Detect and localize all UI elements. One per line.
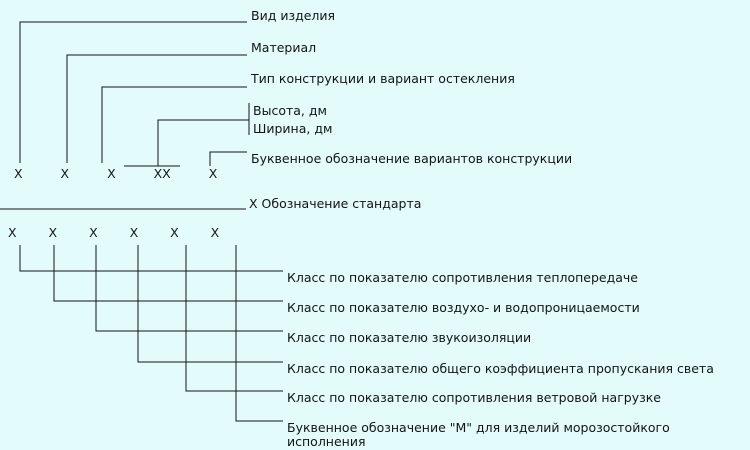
label-height: Высота, дм: [253, 103, 327, 118]
bottom-marks-row: X X X X X X: [8, 225, 220, 240]
label-frost-letter: Буквенное обозначение "М" для изделий мо…: [287, 420, 670, 435]
label-class-sound: Класс по показателю звукоизоляции: [287, 330, 532, 345]
connector-size: [157, 119, 249, 166]
connector-class-heat: [19, 245, 283, 272]
connector-class-light: [137, 245, 283, 363]
label-material: Материал: [251, 40, 317, 55]
label-class-air-water: Класс по показателю воздухо- и водопрони…: [287, 300, 640, 315]
label-class-heat: Класс по показателю сопротивления теплоп…: [287, 270, 638, 285]
connector-construction: [101, 86, 247, 163]
label-frost-letter-cont: исполнения: [287, 434, 366, 449]
connector-material: [66, 54, 247, 163]
connector-class-sound: [95, 245, 283, 332]
top-marks-row: X X X XX X: [14, 166, 218, 181]
connector-frost-letter: [235, 245, 283, 422]
connector-class-air-water: [53, 245, 283, 302]
connector-class-wind: [185, 245, 283, 392]
label-class-wind: Класс по показателю сопротивления ветров…: [287, 390, 661, 405]
connector-product-type: [19, 21, 247, 163]
label-letter-variants: Буквенное обозначение вариантов конструк…: [251, 151, 573, 166]
label-standard: X Обозначение стандарта: [249, 196, 422, 211]
label-product-type: Вид изделия: [251, 8, 336, 23]
connector-letter-variants: [209, 151, 247, 166]
label-construction: Тип конструкции и вариант остекления: [251, 71, 515, 86]
label-width: Ширина, дм: [253, 121, 333, 136]
label-class-light: Класс по показателю общего коэффициента …: [287, 361, 714, 376]
